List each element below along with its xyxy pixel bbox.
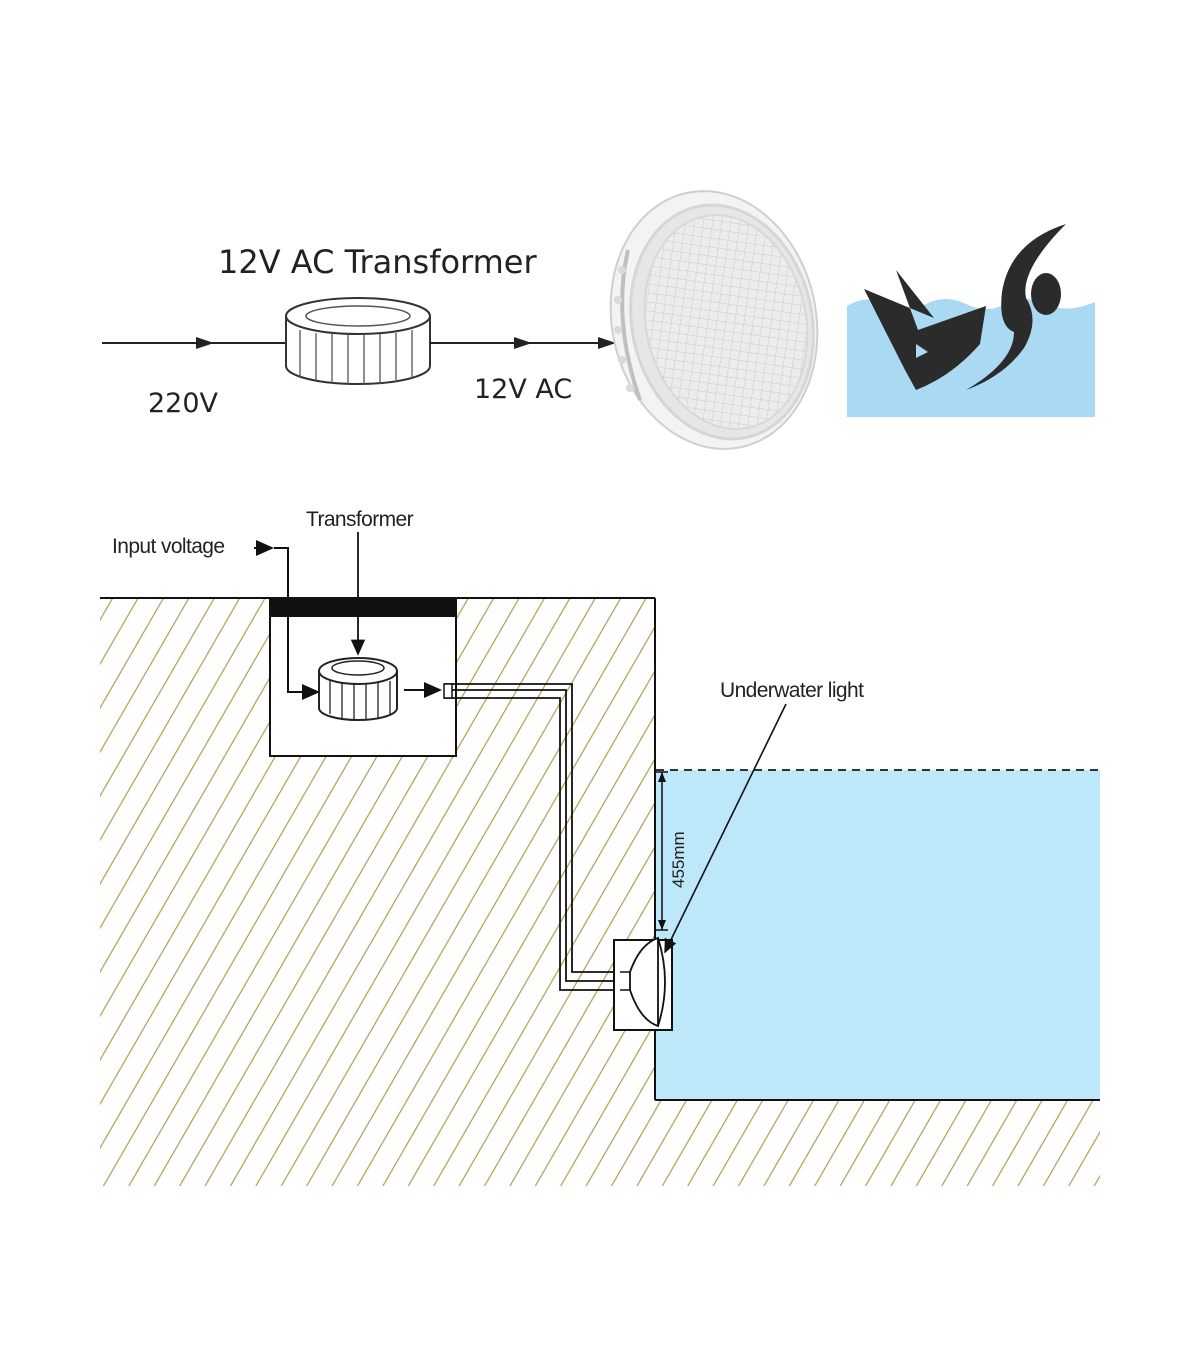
top-wiring-diagram: 12V AC Transformer 220V 12V AC — [102, 190, 1095, 450]
bottom-installation-diagram: Input voltage Transformer Underwater lig… — [100, 508, 1100, 1186]
transformer-icon — [285, 297, 431, 385]
arrow-icon — [196, 337, 214, 349]
transformer-label: Transformer — [306, 508, 414, 531]
transformer-box-lid — [270, 598, 456, 617]
arrow-icon — [598, 337, 616, 349]
depth-dimension — [656, 771, 668, 931]
input-wire — [274, 547, 320, 700]
pool-light-icon — [609, 190, 819, 450]
input-voltage-label: Input voltage — [112, 535, 224, 558]
underwater-light-label: Underwater light — [720, 679, 864, 702]
output-voltage-label: 12V AC — [474, 374, 572, 405]
light-pointer — [664, 703, 787, 954]
depth-label: 455mm — [669, 831, 688, 888]
transformer-icon — [318, 657, 398, 721]
transformer-title: 12V AC Transformer — [218, 243, 537, 281]
input-voltage-label: 220V — [148, 388, 219, 419]
cable-conduit — [444, 683, 620, 991]
pool-light-icon — [613, 936, 673, 1031]
swimmer-icon — [847, 224, 1095, 417]
pool-water — [656, 770, 1100, 1099]
arrow-icon — [514, 337, 532, 349]
conduit-end — [443, 683, 453, 699]
